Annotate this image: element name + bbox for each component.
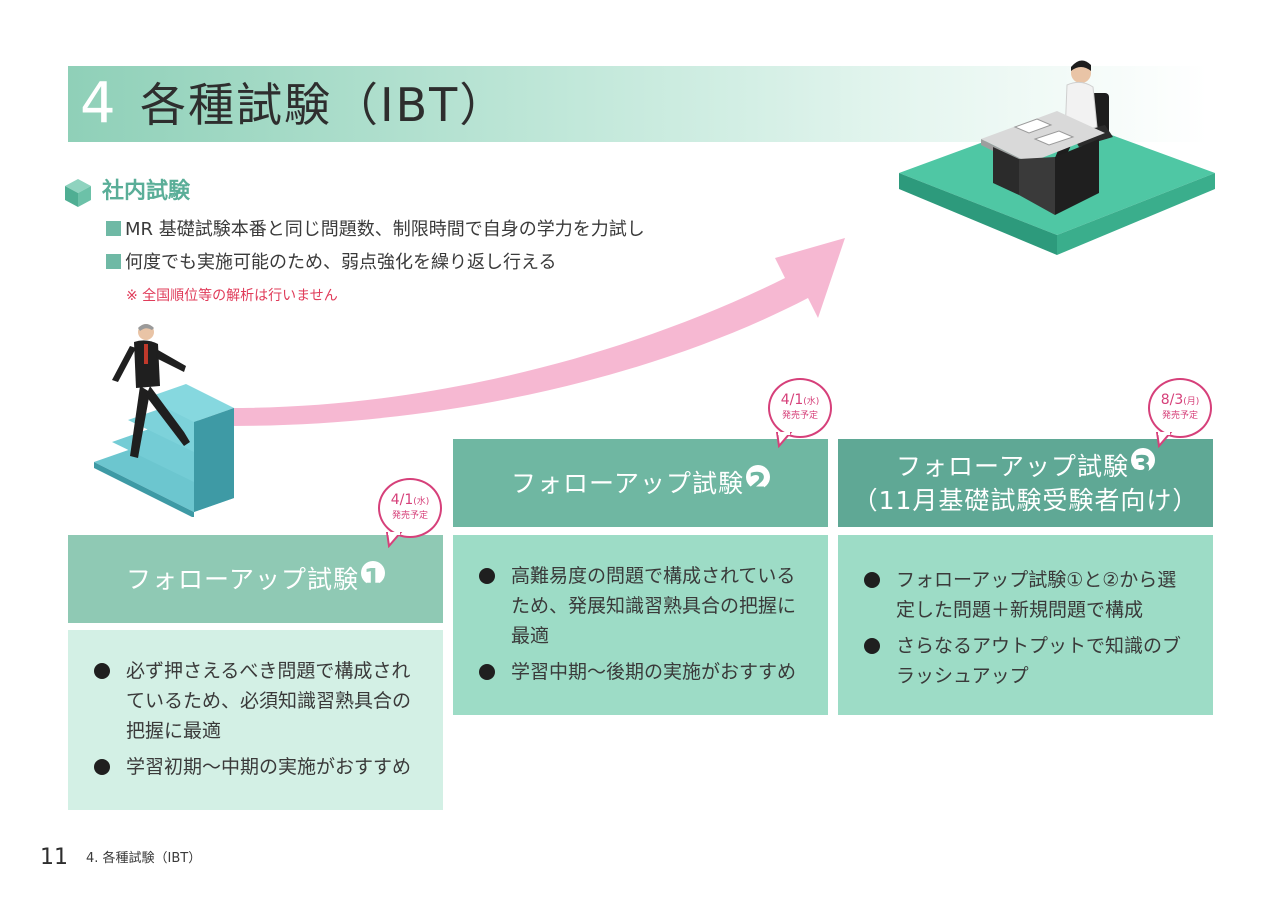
man-arm-left — [112, 346, 136, 382]
man-arm-right — [156, 350, 186, 372]
paper-1 — [1013, 118, 1053, 134]
card-1-item-1: 必ず押さえるべき問題で構成されているため、必須知識習熟具合の把握に最適 — [88, 656, 423, 746]
card-3-date-label: 発売予定 — [1161, 411, 1198, 421]
card-3-subtitle: （11月基礎試験受験者向け） — [852, 486, 1199, 515]
note-text: ※ 全国順位等の解析は行いません — [126, 288, 338, 304]
man-suit — [134, 340, 160, 388]
progress-arrow — [230, 238, 845, 426]
exam-desk-illustration — [899, 60, 1215, 255]
card-2-bubble-tail — [775, 432, 793, 448]
cube-icon — [65, 179, 91, 207]
card-3-bubble-tail — [1155, 432, 1173, 448]
card-1-body: 必ず押さえるべき問題で構成されているため、必須知識習熟具合の把握に最適 学習初期… — [68, 630, 443, 810]
square-bullet-icon — [106, 254, 121, 269]
square-bullet-icon — [106, 221, 121, 236]
desk-leg-left — [993, 147, 1019, 195]
card-3-item-1: フォローアップ試験①と②から選定した問題＋新規問題で構成 — [858, 565, 1193, 625]
man-tie — [144, 344, 148, 364]
page-title: 各種試験（IBT） — [140, 78, 508, 132]
card-3-item-2: さらなるアウトプットで知識のブラッシュアップ — [858, 631, 1193, 691]
card-1-bubble-tail — [385, 532, 403, 548]
platform-left — [899, 173, 1057, 255]
card-2-number-badge: 2 — [746, 465, 770, 496]
card-2-body: 高難易度の問題で構成されているため、発展知識習熟具合の把握に最適 学習中期〜後期… — [453, 535, 828, 715]
card-3-body: フォローアップ試験①と②から選定した問題＋新規問題で構成 さらなるアウトプットで… — [838, 535, 1213, 715]
card-1-date: 4/1 — [390, 492, 414, 508]
card-3-date: 8/3 — [1160, 392, 1184, 408]
section-bullet-2: 何度でも実施可能のため、弱点強化を繰り返し行える — [106, 251, 556, 275]
platform-right — [1057, 173, 1215, 255]
footer-label: 4. 各種試験（IBT） — [86, 851, 202, 866]
page-number: 11 — [40, 845, 68, 870]
stairs-illustration — [94, 324, 234, 517]
paper-2 — [1033, 130, 1075, 146]
section-heading: 社内試験 — [102, 179, 191, 204]
card-1-date-label: 発売予定 — [391, 511, 428, 521]
card-2-date: 4/1 — [780, 392, 804, 408]
man-leg-left — [130, 386, 150, 458]
card-3-weekday: (月) — [1183, 397, 1200, 407]
card-2-item-2: 学習中期〜後期の実施がおすすめ — [473, 657, 808, 687]
stairs-side — [194, 408, 234, 512]
card-1-number-badge: 1 — [361, 561, 385, 592]
person-hair — [1071, 60, 1091, 71]
title-number: 4 — [80, 71, 116, 136]
card-3-date-bubble: 8/3(月) 発売予定 — [1148, 378, 1212, 438]
card-1-date-bubble: 4/1(水) 発売予定 — [378, 478, 442, 538]
card-2-date-bubble: 4/1(水) 発売予定 — [768, 378, 832, 438]
card-2-item-1: 高難易度の問題で構成されているため、発展知識習熟具合の把握に最適 — [473, 561, 808, 651]
card-2-weekday: (水) — [803, 397, 820, 407]
card-2-date-label: 発売予定 — [781, 411, 818, 421]
desk-side — [1019, 157, 1055, 215]
man-leg-right — [146, 386, 190, 446]
section-bullet-1: MR 基礎試験本番と同じ問題数、制限時間で自身の学力を力試し — [106, 218, 645, 242]
stairs-step-4 — [146, 384, 234, 422]
card-3-number-badge: 3 — [1131, 448, 1155, 479]
desk-drawer — [1055, 139, 1099, 215]
man-hair — [138, 324, 154, 331]
card-1-item-2: 学習初期〜中期の実施がおすすめ — [88, 752, 423, 782]
arrow-shape — [230, 238, 845, 426]
card-1-weekday: (水) — [413, 497, 430, 507]
